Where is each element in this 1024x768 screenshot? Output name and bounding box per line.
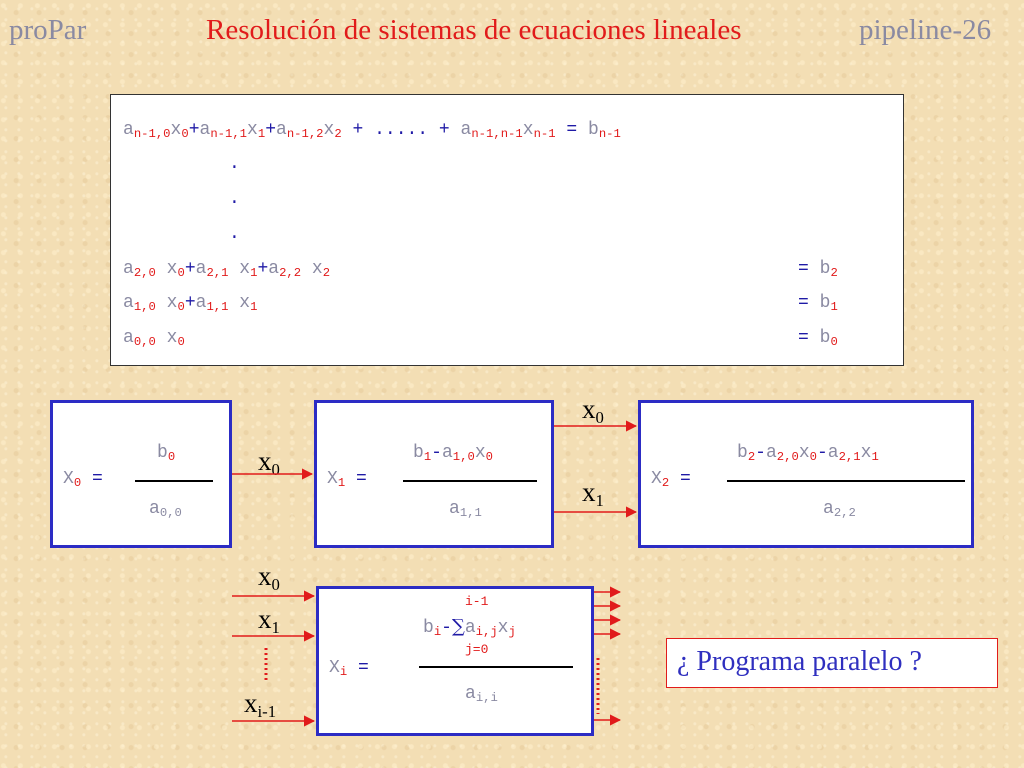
stage-1-denominator: a1,1 [449, 499, 482, 521]
stage-2-denominator: a2,2 [823, 499, 856, 521]
header-right: pipeline-26 [859, 14, 992, 46]
stage-2-lhs: X2 = [651, 469, 691, 491]
equation-row-2: a2,0 x0+a2,1 x1+a2,2 x2 [123, 259, 331, 281]
stage-0-numerator: b0 [157, 443, 176, 465]
sigma-icon: ∑ [451, 616, 465, 637]
stage-2-numerator: b2-a2,0x0-a2,1x1 [737, 443, 879, 465]
fraction-bar [403, 480, 537, 482]
stage-i-denominator: ai,i [465, 684, 498, 706]
stage-0-denominator: a0,0 [149, 499, 182, 521]
stage-0-box: X0 = b0 a0,0 [50, 400, 232, 548]
header-left: proPar [9, 14, 87, 46]
equation-row-0: a0,0 x0 [123, 328, 185, 350]
ellipsis-dot: . [229, 154, 240, 174]
fraction-bar [135, 480, 213, 482]
stage-i-box: Xi = i-1 bi-∑ai,jxj j=0 ai,i [316, 586, 594, 736]
fraction-bar [419, 666, 573, 668]
x0-label: x0 [582, 394, 604, 428]
equation-row-n-1: an-1,0x0+an-1,1x1+an-1,2x2 + ..... + an-… [123, 120, 621, 142]
xi-1-label: xi-1 [244, 688, 277, 722]
equation-row-2-rhs: = b2 [798, 259, 838, 281]
equation-system-box: an-1,0x0+an-1,1x1+an-1,2x2 + ..... + an-… [110, 94, 904, 366]
stage-1-box: X1 = b1-a1,0x0 a1,1 [314, 400, 554, 548]
stage-1-lhs: X1 = [327, 469, 367, 491]
stage-0-lhs: X0 = [63, 469, 103, 491]
equation-row-1-rhs: = b1 [798, 293, 838, 315]
equation-row-1: a1,0 x0+a1,1 x1 [123, 293, 258, 315]
fraction-bar [727, 480, 965, 482]
ellipsis-dot: . [229, 224, 240, 244]
stage-i-lhs: Xi = [329, 658, 369, 680]
question-text: ¿ Programa paralelo ? [677, 646, 922, 677]
question-box: ¿ Programa paralelo ? [666, 638, 998, 688]
page-title: Resolución de sistemas de ecuaciones lin… [206, 14, 742, 46]
x1-label: x1 [582, 477, 604, 511]
stage-1-numerator: b1-a1,0x0 [413, 443, 493, 465]
x1-label: x1 [258, 604, 280, 638]
stage-i-numerator: bi-∑ai,jxj [423, 616, 516, 640]
stage-2-box: X2 = b2-a2,0x0-a2,1x1 a2,2 [638, 400, 974, 548]
sum-lower-limit: j=0 [465, 642, 489, 657]
ellipsis-dot: . [229, 189, 240, 209]
sum-upper-limit: i-1 [465, 594, 489, 609]
equation-row-0-rhs: = b0 [798, 328, 838, 350]
x0-label: x0 [258, 561, 280, 595]
x0-label: x0 [258, 446, 280, 480]
